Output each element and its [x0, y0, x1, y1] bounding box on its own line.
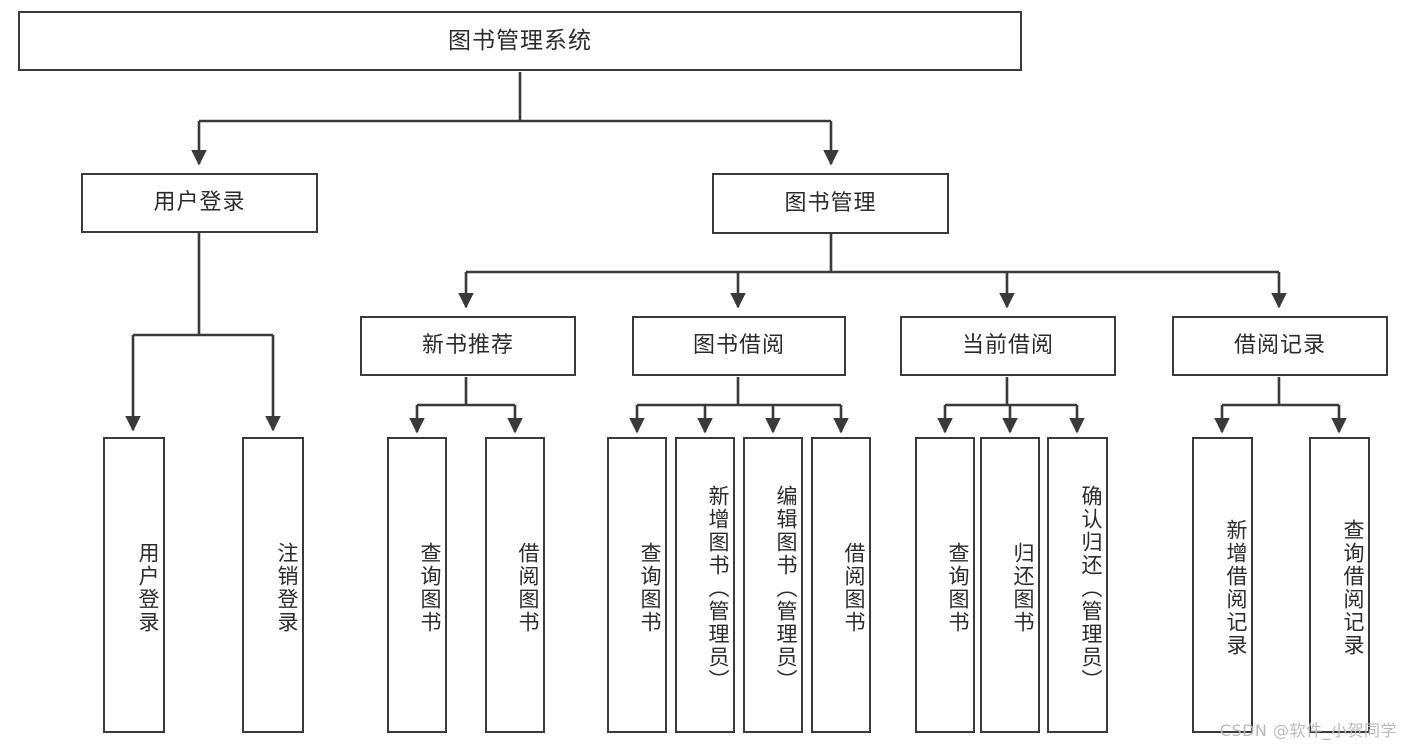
- node-leaf-return-book[interactable]: 归还图书: [980, 437, 1040, 733]
- node-user-login[interactable]: 用户登录: [81, 173, 318, 233]
- node-label: 注销登录: [275, 542, 299, 634]
- node-label: 图书管理: [784, 190, 877, 216]
- node-label: 查询图书: [638, 542, 662, 634]
- node-label: 借阅记录: [1233, 333, 1326, 359]
- node-new-book-recommend[interactable]: 新书推荐: [360, 316, 576, 376]
- node-label: 编辑图书（管理员）: [774, 484, 798, 692]
- node-leaf-confirm-return[interactable]: 确认归还（管理员）: [1047, 437, 1108, 733]
- node-leaf-query-book-3[interactable]: 查询图书: [915, 437, 975, 733]
- node-label: 用户登录: [136, 542, 160, 634]
- node-leaf-user-login[interactable]: 用户登录: [103, 437, 165, 733]
- node-book-borrow[interactable]: 图书借阅: [632, 316, 846, 376]
- node-leaf-query-record[interactable]: 查询借阅记录: [1309, 437, 1370, 733]
- node-label: 查询借阅记录: [1341, 519, 1365, 657]
- node-borrow-record[interactable]: 借阅记录: [1172, 316, 1388, 376]
- node-leaf-add-book[interactable]: 新增图书（管理员）: [675, 437, 735, 733]
- node-label: 用户登录: [153, 190, 246, 216]
- node-label: 确认归还（管理员）: [1079, 484, 1103, 692]
- node-leaf-query-book-2[interactable]: 查询图书: [607, 437, 667, 733]
- node-label: 借阅图书: [842, 542, 866, 634]
- node-label: 图书借阅: [692, 333, 785, 359]
- node-book-manage[interactable]: 图书管理: [712, 173, 949, 234]
- node-leaf-borrow-book-2[interactable]: 借阅图书: [811, 437, 871, 733]
- node-label: 归还图书: [1011, 542, 1035, 634]
- node-label: 图书管理系统: [448, 27, 592, 54]
- node-leaf-edit-book[interactable]: 编辑图书（管理员）: [743, 437, 803, 733]
- node-label: 新增借阅记录: [1224, 519, 1248, 657]
- watermark: CSDN @软件_小贺同学: [1219, 721, 1397, 740]
- node-label: 当前借阅: [961, 333, 1054, 359]
- node-label: 借阅图书: [516, 542, 540, 634]
- node-leaf-query-book-1[interactable]: 查询图书: [387, 437, 447, 733]
- node-current-borrow[interactable]: 当前借阅: [900, 316, 1116, 376]
- node-leaf-borrow-book-1[interactable]: 借阅图书: [485, 437, 545, 733]
- node-leaf-add-record[interactable]: 新增借阅记录: [1192, 437, 1253, 733]
- node-label: 新书推荐: [421, 333, 514, 359]
- node-root-system[interactable]: 图书管理系统: [18, 11, 1022, 71]
- node-leaf-logout-login[interactable]: 注销登录: [242, 437, 304, 733]
- node-label: 查询图书: [418, 542, 442, 634]
- node-label: 查询图书: [946, 542, 970, 634]
- node-label: 新增图书（管理员）: [706, 484, 730, 692]
